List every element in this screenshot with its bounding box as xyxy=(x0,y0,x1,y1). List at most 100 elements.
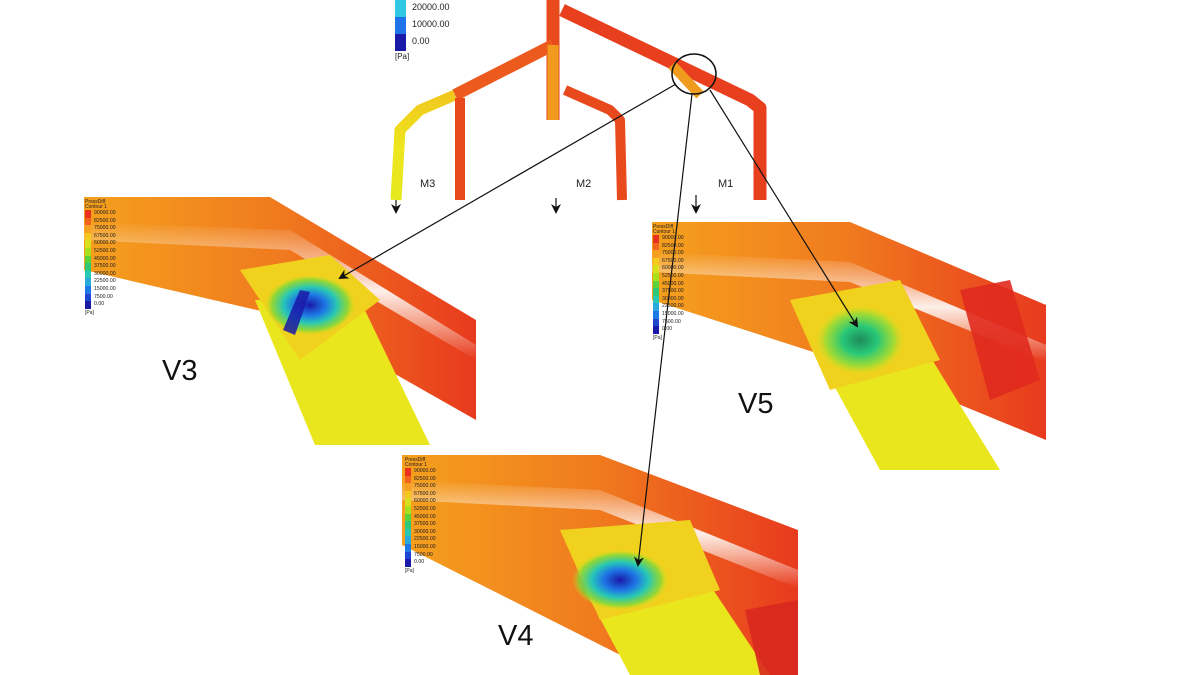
legend-entry: 37500.00 xyxy=(405,521,436,529)
legend-value: 37500.00 xyxy=(94,263,116,270)
legend-entry: 75000.00 xyxy=(405,483,436,491)
legend-swatch xyxy=(395,17,406,34)
top-color-legend: 20000.00 10000.00 0.00 [Pa] xyxy=(395,0,450,61)
legend-value: 15000.00 xyxy=(662,310,684,317)
legend-value: 37500.00 xyxy=(662,288,684,295)
legend-entry: 20000.00 xyxy=(395,0,450,17)
legend-value: 30000.00 xyxy=(414,528,436,535)
legend-value: 82500.00 xyxy=(94,217,116,224)
legend-value: 82500.00 xyxy=(414,475,436,482)
legend-value: 45000.00 xyxy=(94,255,116,262)
legend-entry: 0.00 xyxy=(653,326,675,334)
legend-entry: 37500.00 xyxy=(85,263,116,271)
legend-value: 7500.00 xyxy=(414,551,433,558)
legend-swatch xyxy=(405,475,411,484)
view-label-v4: V4 xyxy=(498,620,534,652)
legend-entry: 75000.00 xyxy=(85,225,116,233)
view-label-v3: V3 xyxy=(162,355,198,387)
legend-entry: 15000.00 xyxy=(653,310,684,319)
pointer-arrows xyxy=(338,83,859,567)
legend-entry: 45000.00 xyxy=(85,255,116,264)
legend-entry: 67500.00 xyxy=(85,232,116,241)
legend-swatch xyxy=(405,528,411,537)
legend-swatch xyxy=(653,242,659,251)
legend-value: 75000.00 xyxy=(662,250,684,257)
legend-value: 90000.00 xyxy=(414,468,436,474)
legend-swatch xyxy=(85,232,91,241)
legend-value: 52500.00 xyxy=(662,272,684,279)
legend-title: PressDiff xyxy=(653,224,674,230)
legend-swatch xyxy=(85,210,91,218)
legend-entry: 82500.00 xyxy=(405,475,436,484)
legend-entry: 67500.00 xyxy=(653,257,684,266)
legend-value: 20000.00 xyxy=(412,2,450,12)
legend-value: 0.00 xyxy=(662,326,673,333)
legend-swatch xyxy=(405,536,411,544)
legend-entry: 60000.00 xyxy=(405,498,436,506)
view-label-v5: V5 xyxy=(738,388,774,420)
legend-swatch xyxy=(85,285,91,294)
legend-value: 82500.00 xyxy=(662,242,684,249)
legend-value: 75000.00 xyxy=(414,483,436,490)
legend-value: 52500.00 xyxy=(94,247,116,254)
legend-value: 60000.00 xyxy=(94,240,116,247)
legend-entry: 30000.00 xyxy=(85,270,116,279)
legend-swatch xyxy=(653,295,659,304)
legend-swatch xyxy=(85,217,91,226)
legend-swatch xyxy=(653,272,659,281)
legend-value: 15000.00 xyxy=(94,285,116,292)
legend-value: 15000.00 xyxy=(414,543,436,550)
legend-value: 45000.00 xyxy=(662,280,684,287)
legend-swatch xyxy=(405,498,411,506)
legend-value: 22500.00 xyxy=(662,303,684,310)
legend-subtitle: Contour 1 xyxy=(405,462,427,468)
legend-value: 67500.00 xyxy=(94,232,116,239)
legend-entry: 52500.00 xyxy=(85,247,116,256)
legend-swatch xyxy=(85,255,91,264)
legend-swatch xyxy=(405,468,411,476)
legend-entry: 52500.00 xyxy=(405,505,436,514)
legend-entry: 67500.00 xyxy=(405,490,436,499)
legend-entry: 22500.00 xyxy=(405,536,436,544)
legend-title: PressDiff xyxy=(405,457,426,463)
legend-value: 22500.00 xyxy=(414,536,436,543)
legend-value: 22500.00 xyxy=(94,278,116,285)
legend-value: 0.00 xyxy=(94,301,105,308)
legend-swatch xyxy=(653,310,659,319)
legend-swatch xyxy=(653,318,659,327)
zoom-view-v3 xyxy=(84,197,476,445)
legend-swatch xyxy=(395,0,406,17)
legend-entry: 15000.00 xyxy=(405,543,436,552)
legend-entry: 52500.00 xyxy=(653,272,684,281)
legend-entry: 75000.00 xyxy=(653,250,684,258)
manifold-network xyxy=(390,0,767,214)
legend-unit: [Pa] xyxy=(405,567,414,574)
legend-entry: 30000.00 xyxy=(405,528,436,537)
legend-swatch xyxy=(405,521,411,529)
legend-entry: 82500.00 xyxy=(653,242,684,251)
legend-value: 7500.00 xyxy=(662,318,681,325)
legend-swatch xyxy=(653,280,659,289)
legend-entry: 7500.00 xyxy=(653,318,681,327)
legend-value: 90000.00 xyxy=(662,235,684,241)
legend-swatch xyxy=(85,263,91,271)
outlet-label-m3: M3 xyxy=(420,178,436,190)
legend-swatch xyxy=(85,240,91,248)
legend-swatch xyxy=(85,247,91,256)
zoom-view-v4 xyxy=(402,455,798,675)
legend-swatch xyxy=(653,250,659,258)
legend-swatch xyxy=(405,483,411,491)
legend-swatch xyxy=(653,265,659,273)
legend-entry: 90000.00 xyxy=(405,468,436,476)
legend-value: 60000.00 xyxy=(414,498,436,505)
legend-entry: 90000.00 xyxy=(85,210,116,218)
legend-unit: [Pa] xyxy=(653,334,662,341)
legend-unit: [Pa] xyxy=(395,52,410,61)
legend-value: 37500.00 xyxy=(414,521,436,528)
legend-swatch xyxy=(405,543,411,552)
